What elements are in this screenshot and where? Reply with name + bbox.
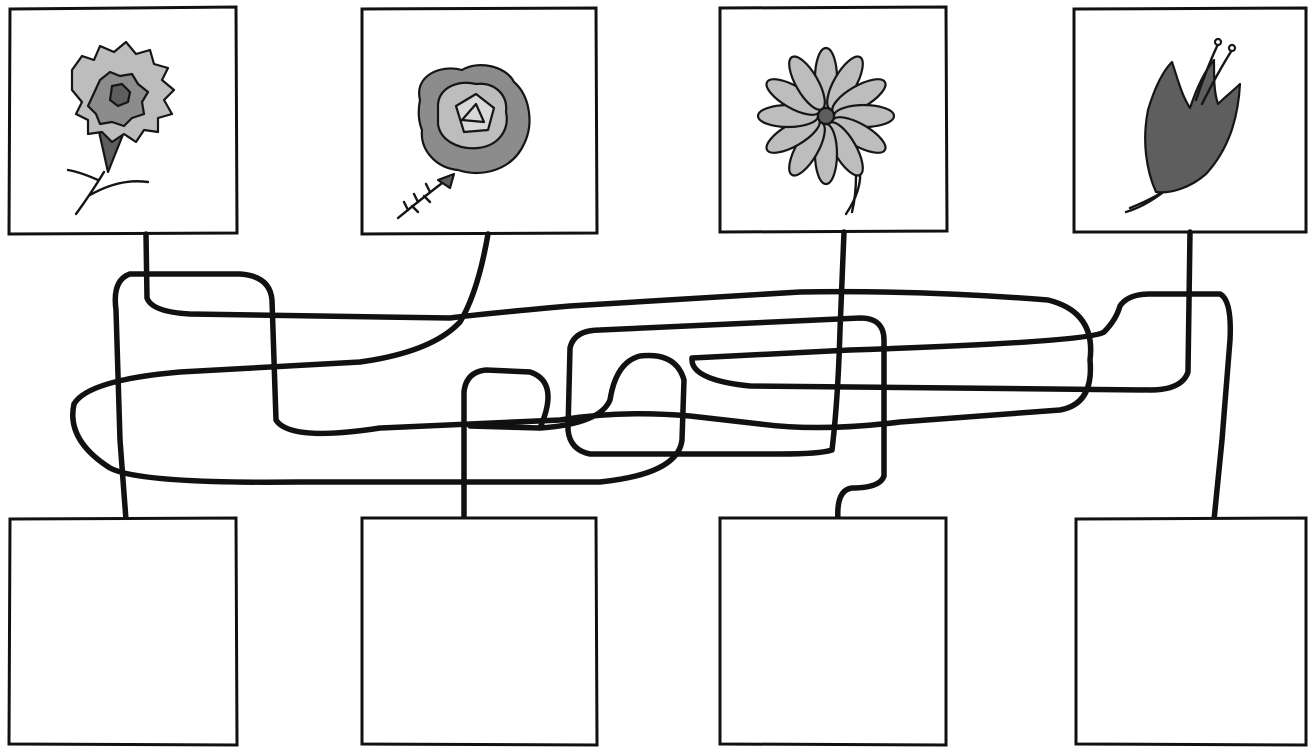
maze-lines — [73, 232, 1231, 520]
answer-box-4[interactable] — [1076, 518, 1306, 745]
answer-box-3[interactable] — [720, 518, 946, 745]
answer-box-1[interactable] — [9, 518, 237, 745]
maze-path-rose — [73, 234, 684, 482]
maze-path-rose-end — [464, 370, 548, 520]
flower-box-carnation — [9, 7, 237, 234]
maze-path-tulip — [692, 232, 1230, 520]
flower-box-daisy — [720, 7, 947, 232]
answer-box-2[interactable] — [362, 518, 597, 745]
maze-path-carnation — [115, 234, 1090, 520]
flower-box-rose — [362, 8, 597, 234]
flower-box-tulip — [1074, 8, 1306, 232]
